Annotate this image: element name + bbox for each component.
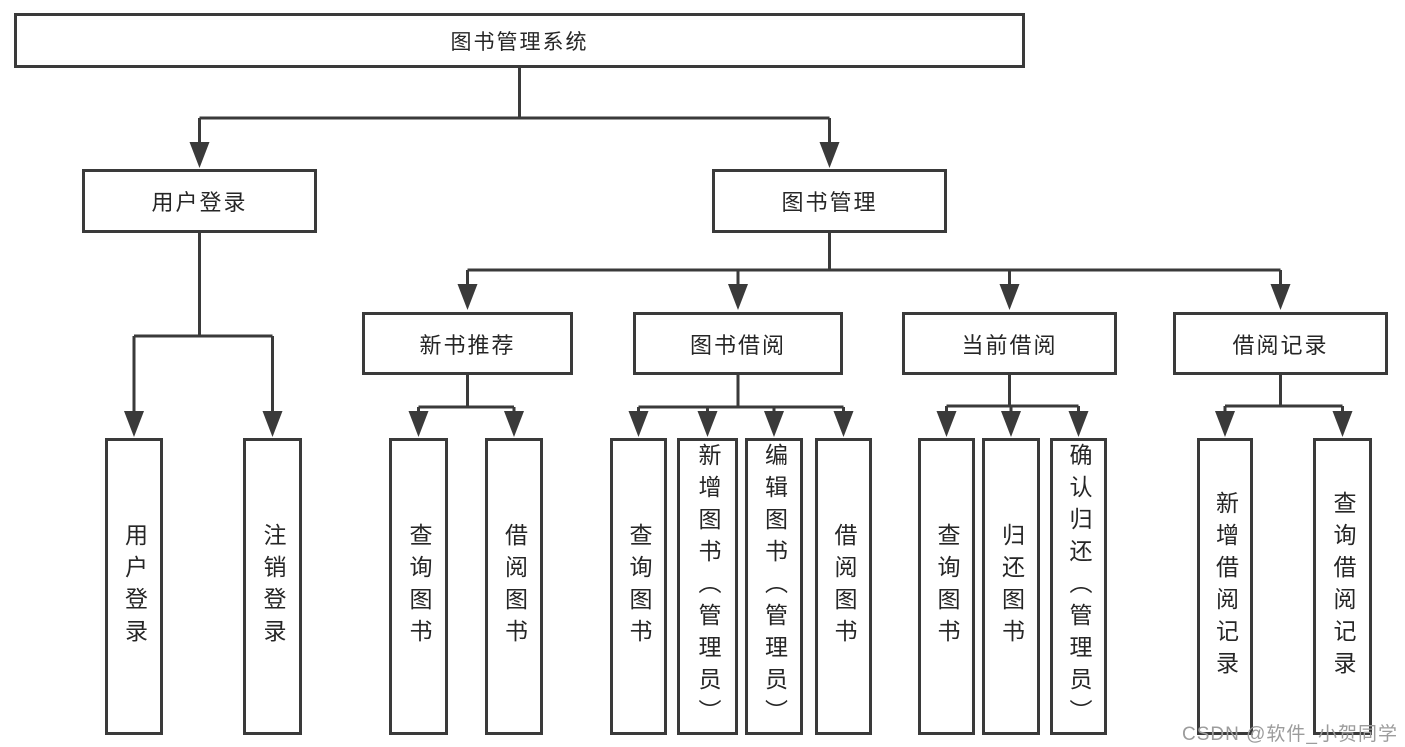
node-label: 借阅记录: [1232, 332, 1329, 358]
leaf-add-books-admin: 新增图书（管理员）: [677, 438, 738, 735]
node-label: 编辑图书（管理员）: [761, 442, 788, 731]
node-label: 图书管理系统: [450, 30, 589, 54]
node-label: 查询借阅记录: [1330, 490, 1356, 683]
node-label: 新增图书（管理员）: [695, 442, 721, 731]
node-label: 图书借阅: [689, 332, 786, 358]
node-label: 查询图书: [934, 522, 960, 651]
leaf-query-borrowing-record: 查询借阅记录: [1313, 438, 1372, 735]
leaf-query-books-borrow: 查询图书: [610, 438, 667, 735]
leaf-borrow-books-borrow: 借阅图书: [815, 438, 872, 735]
node-current-borrowing: 当前借阅: [902, 312, 1117, 375]
node-label: 图书管理: [781, 190, 878, 215]
leaf-query-books-recommend: 查询图书: [389, 438, 448, 735]
node-book-management: 图书管理: [712, 169, 947, 233]
node-label: 借阅图书: [501, 522, 528, 651]
node-label: 当前借阅: [961, 332, 1058, 358]
node-label: 归还图书: [998, 522, 1025, 651]
node-label: 新增借阅记录: [1212, 490, 1239, 683]
leaf-user-login: 用户登录: [105, 438, 163, 735]
node-user-login: 用户登录: [82, 169, 317, 233]
node-label: 查询图书: [626, 522, 652, 651]
leaf-confirm-return-admin: 确认归还（管理员）: [1050, 438, 1107, 735]
node-new-book-recommendation: 新书推荐: [362, 312, 573, 375]
node-label: 用户登录: [151, 190, 248, 215]
leaf-edit-books-admin: 编辑图书（管理员）: [745, 438, 803, 735]
node-library-management-system: 图书管理系统: [14, 13, 1025, 68]
leaf-add-borrowing-record: 新增借阅记录: [1197, 438, 1253, 735]
leaf-logout-login: 注销登录: [243, 438, 302, 735]
csdn-watermark: CSDN @软件_小贺同学: [1182, 724, 1398, 745]
leaf-query-books-current: 查询图书: [918, 438, 975, 735]
leaf-return-books: 归还图书: [982, 438, 1040, 735]
node-label: 借阅图书: [831, 522, 857, 651]
node-label: 新书推荐: [419, 332, 516, 358]
node-borrowing-records: 借阅记录: [1173, 312, 1388, 375]
node-label: 确认归还（管理员）: [1066, 442, 1092, 731]
node-book-borrowing: 图书借阅: [633, 312, 843, 375]
leaf-borrow-books-recommend: 借阅图书: [485, 438, 543, 735]
node-label: 用户登录: [121, 522, 148, 651]
node-label: 注销登录: [260, 522, 286, 651]
node-label: 查询图书: [406, 522, 432, 651]
